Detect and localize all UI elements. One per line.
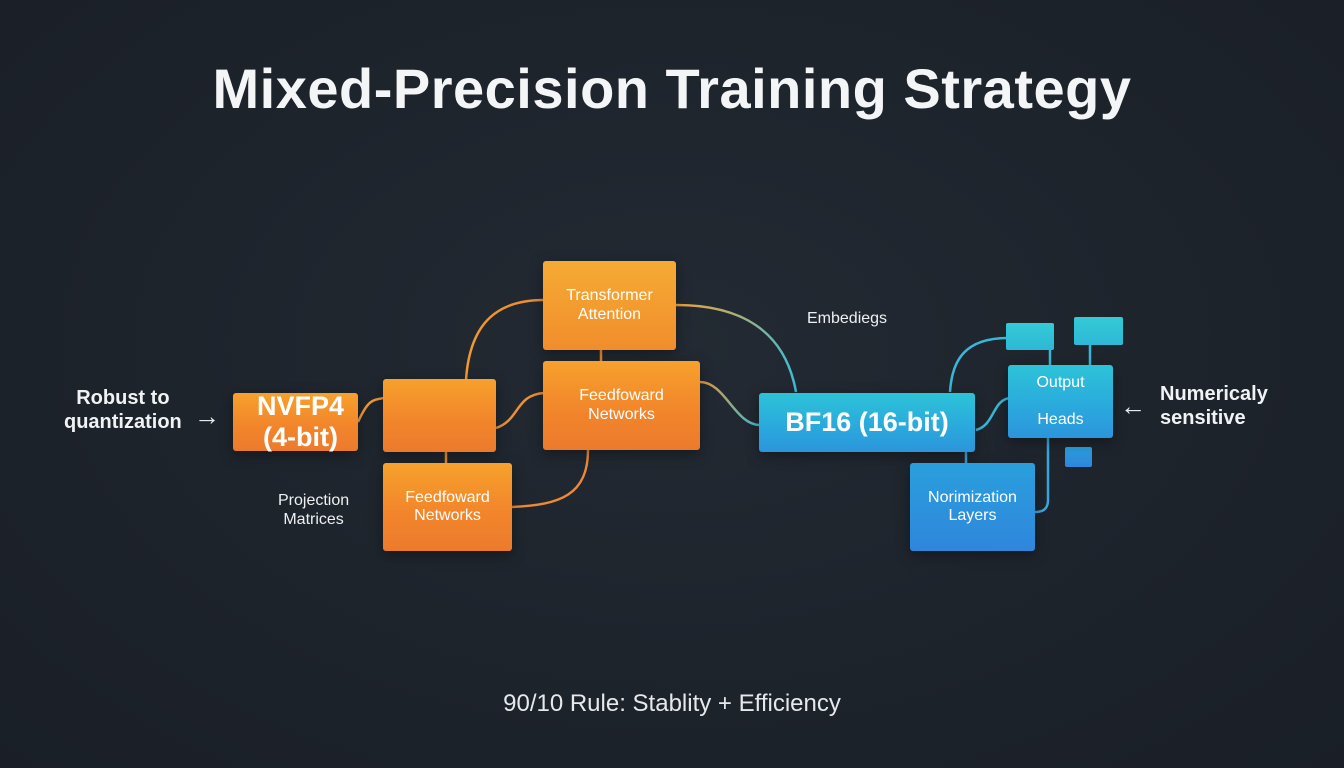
small-block-a (1006, 323, 1054, 350)
link-output-norm (1034, 438, 1050, 514)
small-block-c (1065, 447, 1092, 467)
node-normalization-layers: Norimization Layers (910, 463, 1035, 551)
link-ff-top-bf16 (699, 380, 761, 427)
link-nvfp4-ff-left (356, 396, 385, 423)
node-feedforward-bottom: Feedfoward Networks (383, 463, 512, 551)
embeddings-label: Embediegs (807, 310, 888, 327)
link-attention-bf16 (675, 303, 798, 393)
small-block-b (1074, 317, 1123, 345)
arrow-right-icon: → (194, 401, 220, 431)
node-ff-left (383, 379, 496, 452)
node-output-heads: Output Heads (1008, 365, 1113, 438)
link-ff-left-ff-top (495, 391, 545, 430)
robust-note: Robust to quantization (64, 387, 182, 433)
node-feedforward-top: Feedfoward Networks (543, 361, 700, 450)
link-ff-left-attention (464, 298, 545, 381)
link-bf16-small-a (948, 336, 1009, 393)
node-transformer-attention: Transformer Attention (543, 261, 676, 350)
footer-rule: 90/10 Rule: Stablity + Efficiency (503, 690, 841, 717)
node-bf16: BF16 (16-bit) (759, 393, 975, 452)
link-bf16-output (975, 396, 1011, 432)
sensitive-note: Numericaly sensitive (1160, 383, 1268, 429)
projection-label: Projection Matrices (278, 492, 350, 529)
link-ff-top-ff-bottom (511, 449, 590, 509)
arrow-left-icon: ← (1120, 391, 1146, 421)
diagram-title: Mixed-Precision Training Strategy (212, 57, 1132, 120)
node-nvfp4: NVFP4 (4-bit) (233, 391, 358, 452)
